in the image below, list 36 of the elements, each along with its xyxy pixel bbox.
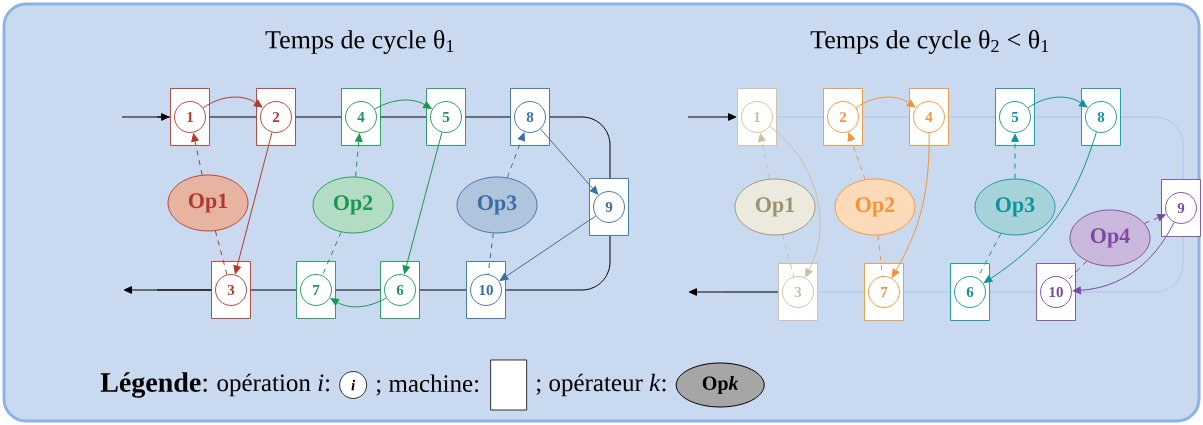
connector-line (214, 230, 228, 276)
arrow (1011, 133, 1019, 180)
arrow (499, 215, 597, 281)
arrow (233, 131, 273, 274)
connector-line (877, 234, 883, 277)
arrow (1072, 221, 1175, 295)
legend-text: ; machine: (376, 374, 479, 396)
arrow (1144, 213, 1166, 224)
arrow (540, 128, 599, 195)
arrow (121, 113, 170, 121)
connector-line (782, 234, 795, 278)
arrow (354, 133, 363, 178)
arrow (191, 133, 203, 176)
arrow (847, 132, 866, 180)
arrow (891, 132, 930, 278)
arrow (402, 131, 443, 274)
arrow (758, 133, 770, 180)
arrow (983, 131, 1097, 284)
arrow (688, 288, 779, 296)
arrow (1027, 96, 1088, 109)
legend-text: ; opérateur k: (536, 373, 666, 397)
arrow (330, 297, 387, 308)
arrow (506, 132, 526, 178)
legend-text: opération i: (217, 373, 329, 397)
arrow (769, 126, 821, 278)
panel-title: Temps de cycle θ$_{2}$ < θ$_{1}$ (810, 30, 1049, 54)
arrow (202, 96, 263, 109)
connector-line (1066, 260, 1088, 282)
connector-line (487, 232, 494, 275)
arrow (374, 99, 432, 110)
panel-title: Temps de cycle θ$_{1}$ (265, 30, 454, 54)
connector-line (321, 231, 342, 276)
arrow (687, 113, 737, 121)
arrow (855, 96, 916, 109)
arrow (123, 286, 212, 294)
legend-title: Légende: (100, 372, 207, 398)
